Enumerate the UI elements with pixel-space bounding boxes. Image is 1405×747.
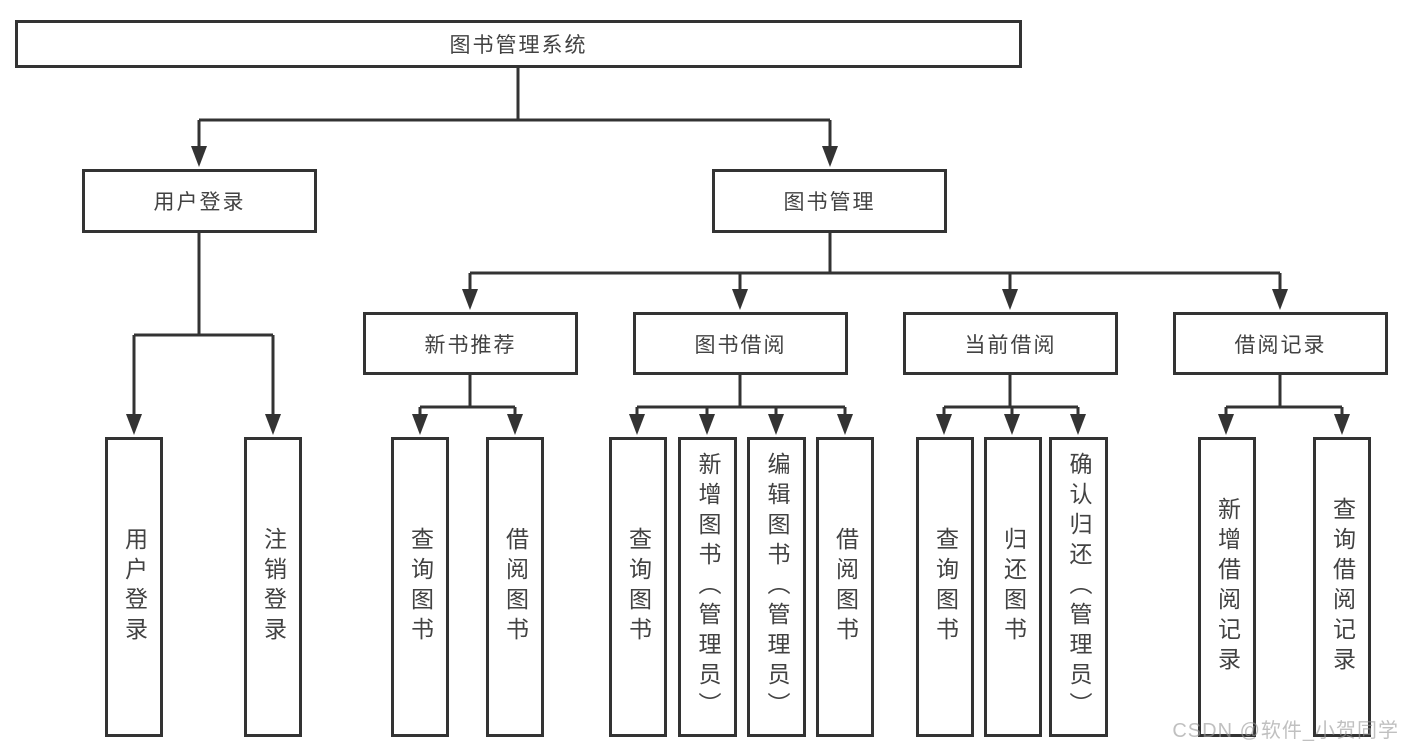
- csdn-watermark: CSDN @软件_小贺同学: [1172, 720, 1399, 742]
- node-label: 新书推荐: [424, 333, 517, 357]
- node-label: 借阅记录: [1234, 333, 1327, 357]
- node-label: 确认归还（管理员）: [1066, 452, 1092, 722]
- node-label: 查询借阅记录: [1329, 497, 1356, 677]
- node-current-borrowing: 当前借阅: [903, 312, 1118, 375]
- leaf-add-borrow-record: 新增借阅记录: [1198, 437, 1256, 737]
- node-label: 查询图书: [932, 527, 959, 647]
- node-label: 图书管理系统: [449, 34, 588, 57]
- node-label: 编辑图书（管理员）: [764, 452, 790, 722]
- node-book-management: 图书管理: [712, 169, 947, 233]
- leaf-query-books-1: 查询图书: [391, 437, 449, 737]
- leaf-add-book-admin: 新增图书（管理员）: [678, 437, 737, 737]
- node-borrowing-records: 借阅记录: [1173, 312, 1388, 375]
- node-new-book-recommend: 新书推荐: [363, 312, 578, 375]
- node-library-system: 图书管理系统: [15, 20, 1022, 68]
- leaf-return-books: 归还图书: [984, 437, 1042, 737]
- leaf-confirm-return-admin: 确认归还（管理员）: [1049, 437, 1108, 737]
- leaf-edit-book-admin: 编辑图书（管理员）: [747, 437, 806, 737]
- node-user-login-branch: 用户登录: [82, 169, 317, 233]
- node-label: 查询图书: [407, 527, 434, 647]
- leaf-query-books-3: 查询图书: [916, 437, 974, 737]
- node-label: 用户登录: [121, 527, 148, 647]
- leaf-user-login: 用户登录: [105, 437, 163, 737]
- leaf-query-books-2: 查询图书: [609, 437, 667, 737]
- connector-paths: [132, 68, 1344, 418]
- leaf-borrow-books-1: 借阅图书: [486, 437, 544, 737]
- node-label: 用户登录: [153, 191, 246, 214]
- leaf-logout: 注销登录: [244, 437, 302, 737]
- node-label: 借阅图书: [832, 527, 859, 647]
- node-label: 新增图书（管理员）: [695, 452, 721, 722]
- leaf-borrow-books-2: 借阅图书: [816, 437, 874, 737]
- node-label: 图书借阅: [694, 333, 787, 357]
- node-label: 借阅图书: [502, 527, 529, 647]
- node-book-borrowing: 图书借阅: [633, 312, 848, 375]
- leaf-query-borrow-record: 查询借阅记录: [1313, 437, 1371, 737]
- node-label: 图书管理: [783, 191, 876, 214]
- arrowheads: [126, 146, 1350, 435]
- node-label: 当前借阅: [964, 333, 1057, 357]
- node-label: 查询图书: [625, 527, 652, 647]
- node-label: 注销登录: [260, 527, 287, 647]
- node-label: 归还图书: [1000, 527, 1027, 647]
- node-label: 新增借阅记录: [1214, 497, 1241, 677]
